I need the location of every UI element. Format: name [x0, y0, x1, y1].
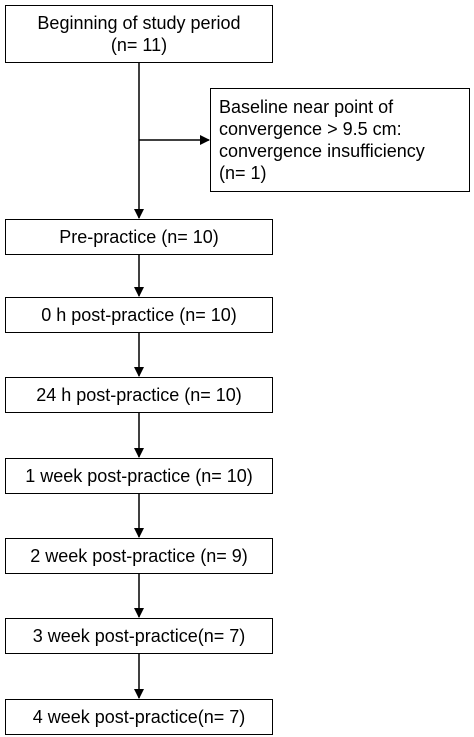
step-label: 4 week post-practice(n= 7) [32, 707, 246, 727]
step-label: 0 h post-practice (n= 10) [41, 305, 237, 325]
start-label: Beginning of study period [37, 13, 241, 33]
step-4-week-post-practice: 4 week post-practice(n= 7) [5, 699, 273, 735]
exclusion-count: (n= 1) [219, 163, 267, 183]
step-0h-post-practice: 0 h post-practice (n= 10) [5, 297, 273, 333]
start-box: Beginning of study period (n= 11) [5, 5, 273, 63]
exclusion-line-2: convergence > 9.5 cm: [219, 119, 402, 139]
step-pre-practice: Pre-practice (n= 10) [5, 219, 273, 255]
step-24h-post-practice: 24 h post-practice (n= 10) [5, 377, 273, 413]
step-label: 1 week post-practice (n= 10) [25, 466, 253, 486]
step-2-week-post-practice: 2 week post-practice (n= 9) [5, 538, 273, 574]
step-3-week-post-practice: 3 week post-practice(n= 7) [5, 618, 273, 654]
exclusion-line-1: Baseline near point of [219, 97, 394, 117]
step-label: 2 week post-practice (n= 9) [30, 546, 248, 566]
step-label: 24 h post-practice (n= 10) [36, 385, 242, 405]
step-label: Pre-practice (n= 10) [59, 227, 219, 247]
exclusion-box: Baseline near point of convergence > 9.5… [210, 88, 470, 192]
step-label: 3 week post-practice(n= 7) [32, 626, 246, 646]
exclusion-line-3: convergence insufficiency [219, 141, 425, 161]
start-count: (n= 11) [110, 35, 168, 55]
step-1-week-post-practice: 1 week post-practice (n= 10) [5, 458, 273, 494]
